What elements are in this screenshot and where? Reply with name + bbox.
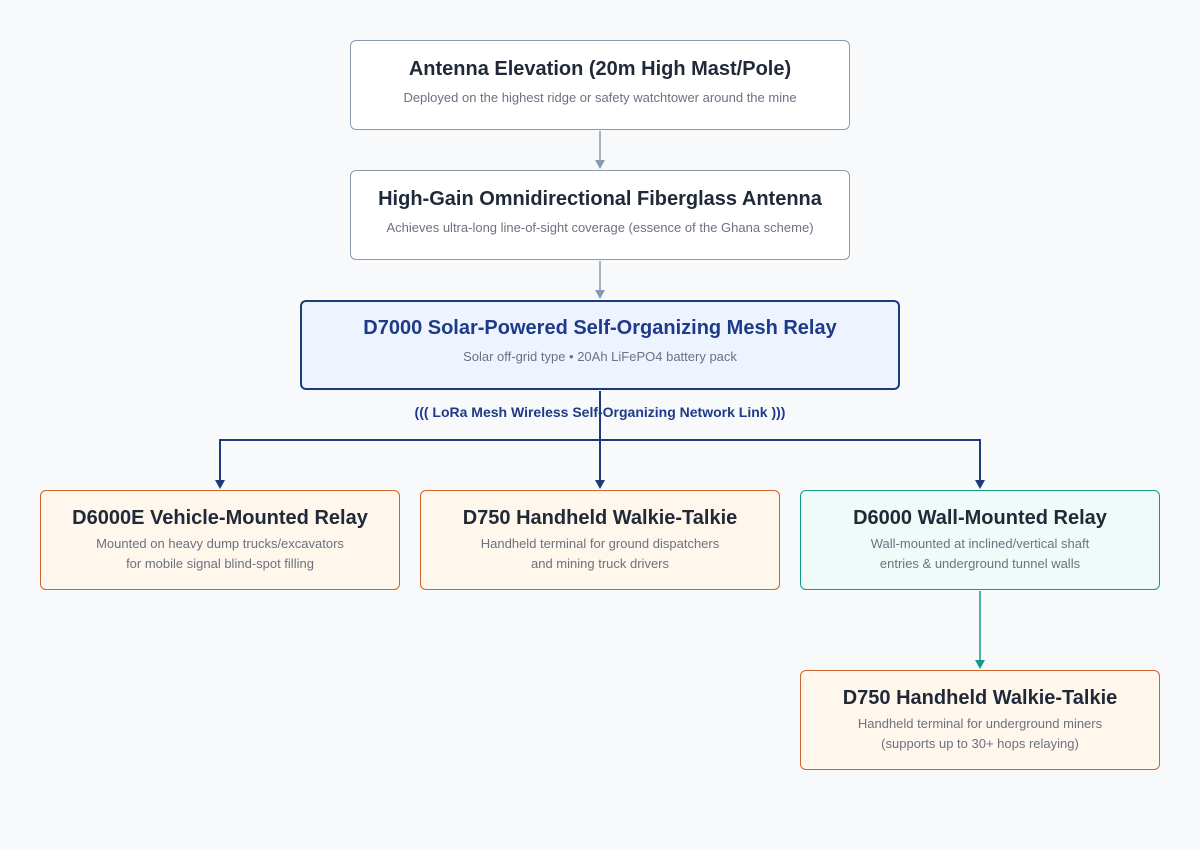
connector-branch-left [219, 439, 600, 481]
node-subtitle: Deployed on the highest ridge or safety … [403, 90, 797, 105]
node-subtitle: Solar off-grid type • 20Ah LiFePO4 batte… [463, 349, 737, 364]
node-title: D6000E Vehicle-Mounted Relay [72, 507, 368, 529]
wall-relay-node: D6000 Wall-Mounted Relay Wall-mounted at… [800, 490, 1160, 590]
node-title: High-Gain Omnidirectional Fiberglass Ant… [378, 188, 822, 210]
vehicle-relay-node: D6000E Vehicle-Mounted Relay Mounted on … [40, 490, 400, 590]
node-description-line-1: Handheld terminal for ground dispatchers [480, 536, 720, 551]
handheld-underground-node: D750 Handheld Walkie-Talkie Handheld ter… [800, 670, 1160, 770]
node-description-line-2: (supports up to 30+ hops relaying) [881, 736, 1079, 751]
node-description-line-1: Handheld terminal for underground miners [857, 716, 1103, 731]
mesh-link-label: ((( LoRa Mesh Wireless Self-Organizing N… [414, 404, 786, 420]
node-description-line-2: and mining truck drivers [531, 556, 669, 571]
mesh-relay-node: D7000 Solar-Powered Self-Organizing Mesh… [300, 300, 900, 390]
node-description-line-1: Wall-mounted at inclined/vertical shaft [870, 536, 1090, 551]
connector-branch-right [600, 439, 981, 481]
node-description-line-1: Mounted on heavy dump trucks/excavators [96, 536, 344, 551]
node-description-line-2: for mobile signal blind-spot filling [126, 556, 314, 571]
fiberglass-antenna-node: High-Gain Omnidirectional Fiberglass Ant… [350, 170, 850, 260]
node-title: D7000 Solar-Powered Self-Organizing Mesh… [363, 317, 837, 339]
node-title: D750 Handheld Walkie-Talkie [842, 687, 1118, 709]
node-title: D6000 Wall-Mounted Relay [853, 507, 1107, 529]
handheld-ground-node: D750 Handheld Walkie-Talkie Handheld ter… [420, 490, 780, 590]
node-title: Antenna Elevation (20m High Mast/Pole) [408, 58, 792, 80]
node-subtitle: Achieves ultra-long line-of-sight covera… [386, 220, 814, 235]
node-title: D750 Handheld Walkie-Talkie [462, 507, 738, 529]
antenna-elevation-node: Antenna Elevation (20m High Mast/Pole) D… [350, 40, 850, 130]
node-description-line-2: entries & underground tunnel walls [879, 556, 1081, 571]
